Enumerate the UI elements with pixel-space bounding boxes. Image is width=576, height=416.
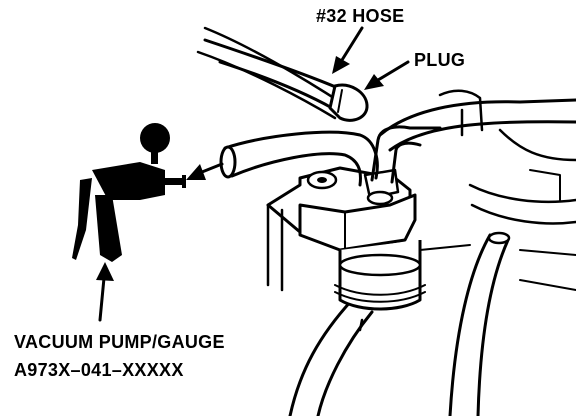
label-pump-line1: VACUUM PUMP/GAUGE — [14, 332, 225, 352]
lower-vacuum-hose — [288, 298, 374, 416]
label-plug: PLUG — [414, 50, 465, 70]
solenoid-valve — [266, 125, 442, 311]
label-pump-line2: A973X–041–XXXXX — [14, 360, 184, 380]
vacuum-pump-gauge — [72, 123, 186, 262]
hose-32-with-plug — [203, 38, 369, 122]
leader-lines — [96, 26, 410, 322]
disconnected-hose — [219, 130, 379, 187]
label-hose: #32 HOSE — [316, 6, 404, 26]
gauge-dial-icon — [140, 123, 170, 153]
